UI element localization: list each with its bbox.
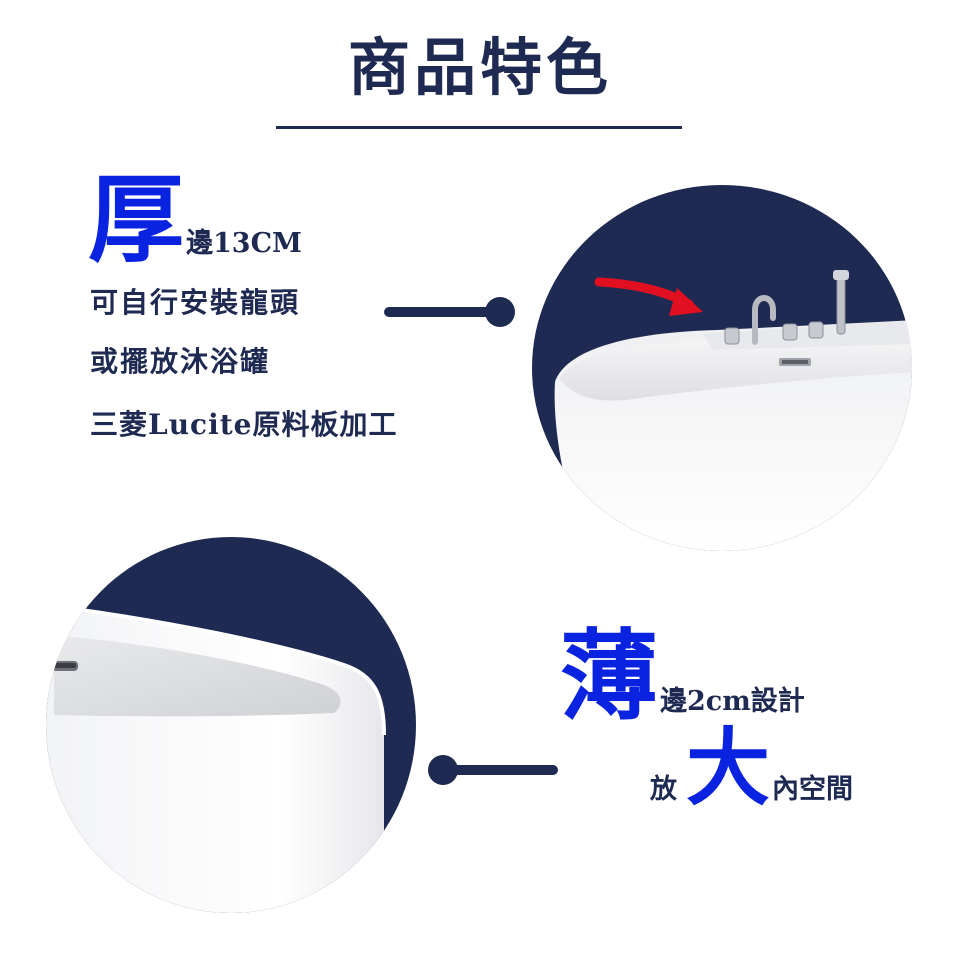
connector-dot-top bbox=[485, 297, 515, 327]
thin-suffix: 邊2cm設計 bbox=[660, 686, 805, 717]
connector-line-top bbox=[384, 307, 498, 317]
thin-big-char-2: 大 bbox=[686, 718, 771, 817]
thin-edge-detail-circle bbox=[44, 535, 418, 915]
feature-line-2: 或擺放沐浴罐 bbox=[90, 345, 271, 378]
thin-suffix-2: 內空間 bbox=[772, 774, 853, 805]
feature-line-3: 三菱Lucite原料板加工 bbox=[90, 408, 398, 441]
faucet-detail-circle bbox=[527, 182, 917, 554]
thick-big-char: 厚 bbox=[88, 163, 184, 276]
page-title: 商品特色 bbox=[347, 31, 612, 104]
thick-suffix: 邊13CM bbox=[186, 228, 302, 259]
title-underline bbox=[276, 126, 682, 129]
thin-prefix: 放 bbox=[650, 774, 677, 805]
connector-line-bottom bbox=[440, 765, 558, 775]
thin-big-char: 薄 bbox=[560, 619, 659, 734]
feature-line-1: 可自行安裝龍頭 bbox=[90, 286, 301, 319]
